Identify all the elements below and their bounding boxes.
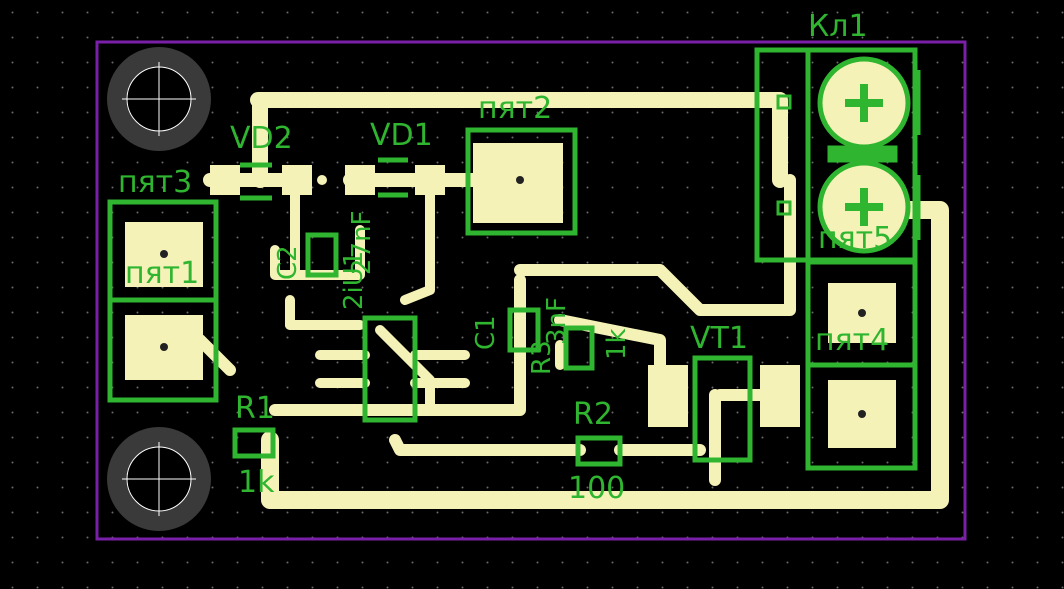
mount-hole-bottom <box>107 427 211 531</box>
label-pyat2: пят2 <box>478 91 552 126</box>
label-vd2: VD2 <box>230 121 293 156</box>
label-vt1: VT1 <box>690 321 748 356</box>
label-u1: 2iU1 <box>339 251 369 310</box>
label-r3-value: 1k <box>602 328 632 360</box>
label-r2-value: 100 <box>568 471 625 506</box>
mount-hole-top <box>107 47 211 151</box>
label-kl1: Кл1 <box>808 9 868 44</box>
label-vd1: VD1 <box>370 118 433 153</box>
label-pyat3: пят3 <box>118 165 192 200</box>
label-c2: C2 <box>273 245 303 280</box>
label-pyat1: пят1 <box>125 256 199 291</box>
label-r3: R3 <box>527 340 557 375</box>
label-r1: R1 <box>235 391 275 426</box>
label-r2: R2 <box>573 397 613 432</box>
pad-holes <box>160 175 866 418</box>
copper-pads <box>125 59 908 448</box>
label-c1-value: 3nF <box>542 297 572 345</box>
board-outline <box>95 40 967 541</box>
label-c2-value: 27nF <box>347 210 377 275</box>
label-pyat4: пят4 <box>815 323 889 358</box>
label-c1: C1 <box>471 315 501 350</box>
label-pyat5: пят5 <box>818 221 892 256</box>
silkscreen-outlines <box>107 47 921 471</box>
silkscreen-labels: Кл1 пят2 VD2 VD1 пят3 пят1 C2 27nF 2iU1 … <box>118 9 892 506</box>
label-r1-value: 1k <box>238 465 275 500</box>
